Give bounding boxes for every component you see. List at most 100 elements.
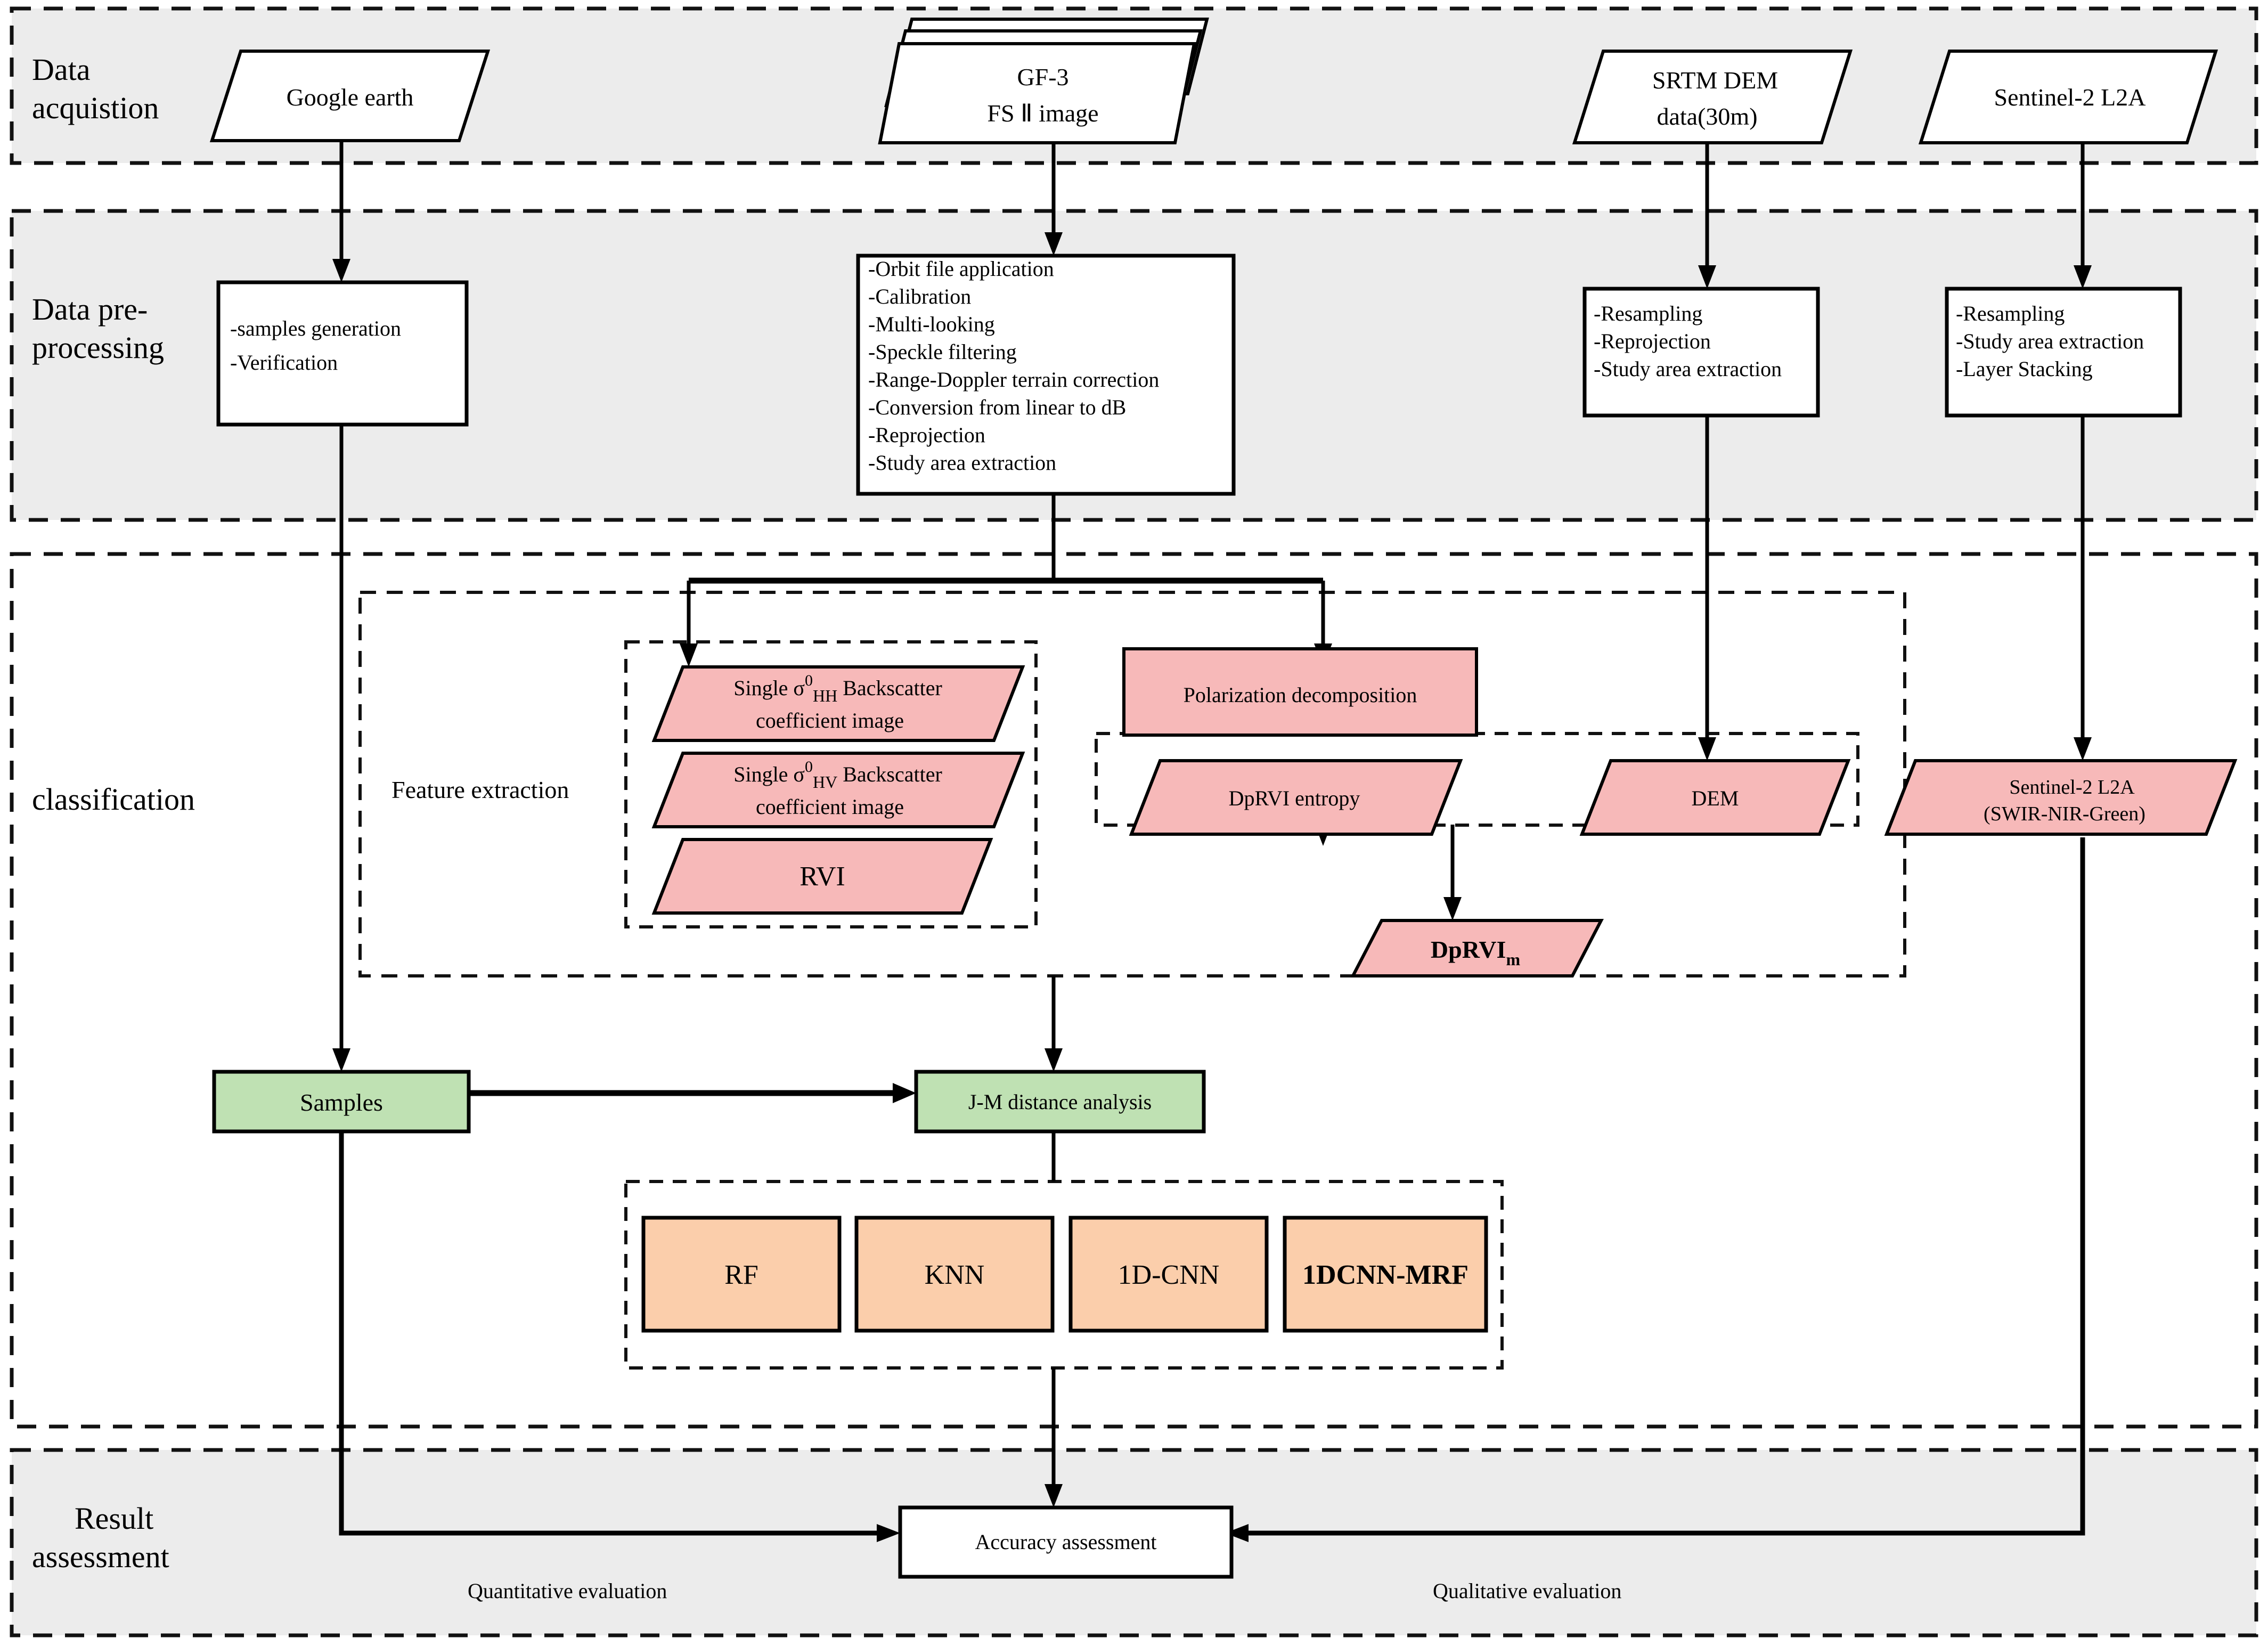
node-1dcnn-label: 1D-CNN bbox=[1118, 1260, 1220, 1290]
band-label-acquisition: Data acquistion bbox=[32, 52, 159, 125]
arrowhead-dprvim bbox=[1443, 897, 1462, 920]
node-prep-gf3-l7: -Reprojection bbox=[868, 423, 985, 447]
node-sigma-hh-sub: HH bbox=[813, 686, 837, 705]
group-classifiers bbox=[624, 1180, 1504, 1370]
arrowhead-jm-top bbox=[1045, 1048, 1063, 1072]
arrowhead-accuracy-left bbox=[877, 1524, 900, 1542]
edge-label-quantitative: Quantitative evaluation bbox=[468, 1579, 667, 1603]
node-prep-s2-l3: -Layer Stacking bbox=[1956, 357, 2093, 381]
node-gf3-line2: FS Ⅱ image bbox=[987, 100, 1098, 127]
node-samples[interactable]: Samples bbox=[212, 1070, 471, 1134]
node-prep-dem[interactable]: -Resampling -Reprojection -Study area ex… bbox=[1582, 287, 1820, 418]
band-label-classification-line1: classification bbox=[32, 782, 195, 817]
arrowhead-feature-extraction bbox=[680, 643, 698, 667]
node-prep-gf3-l2: -Calibration bbox=[868, 284, 971, 308]
feature-extraction-label: Feature extraction bbox=[391, 776, 569, 803]
node-prep-dem-l3: -Study area extraction bbox=[1594, 357, 1782, 381]
band-label-preprocessing-line1: Data pre- bbox=[32, 292, 148, 327]
node-dprvi-m-sub: m bbox=[1506, 950, 1520, 969]
node-jm-distance-label: J-M distance analysis bbox=[968, 1090, 1152, 1114]
node-sigma-hh-line1: Single σ0HH Backscatter bbox=[733, 672, 942, 705]
node-sigma-hv-sup: 0 bbox=[805, 758, 813, 776]
node-gf3-line1: GF-3 bbox=[1017, 63, 1068, 91]
node-srtm-line2: data(30m) bbox=[1657, 103, 1757, 130]
node-prep-samples[interactable]: -samples generation -Verification bbox=[216, 280, 469, 427]
node-prep-gf3-l3: -Multi-looking bbox=[868, 312, 995, 336]
node-classifier-1dcnn[interactable]: 1D-CNN bbox=[1068, 1216, 1269, 1333]
edge-samples-to-accuracy bbox=[339, 1131, 884, 1536]
arrowhead-prepdem bbox=[1698, 265, 1716, 289]
node-sigma-hv[interactable]: Single σ0HV Backscatter coefficient imag… bbox=[651, 752, 1025, 828]
edge-label-qualitative: Qualitative evaluation bbox=[1433, 1579, 1621, 1603]
node-dprvi-m-label: DpRVIm bbox=[1431, 936, 1521, 969]
node-dem-label: DEM bbox=[1692, 786, 1739, 810]
band-label-preprocessing-line2: processing bbox=[32, 330, 164, 365]
node-sentinel2-source-label: Sentinel-2 L2A bbox=[1994, 84, 2146, 111]
node-prep-gf3-l6: -Conversion from linear to dB bbox=[868, 395, 1126, 419]
node-sentinel2-source[interactable]: Sentinel-2 L2A bbox=[1918, 50, 2218, 144]
node-accuracy-assessment-label: Accuracy assessment bbox=[975, 1530, 1157, 1554]
node-srtm-dem[interactable]: SRTM DEM data(30m) bbox=[1572, 50, 1853, 144]
arrowhead-accuracy-top bbox=[1045, 1484, 1063, 1508]
node-sigma-hv-pre: Single σ bbox=[733, 762, 805, 786]
node-rf-label: RF bbox=[724, 1260, 758, 1290]
arrowhead-jm-left bbox=[893, 1083, 916, 1103]
node-google-earth-label: Google earth bbox=[287, 84, 414, 111]
node-pol-decomp-label: Polarization decomposition bbox=[1184, 683, 1417, 707]
band-label-result-line2: assessment bbox=[32, 1539, 169, 1574]
node-dprvi-m-pre: DpRVI bbox=[1431, 936, 1506, 963]
node-jm-distance[interactable]: J-M distance analysis bbox=[914, 1070, 1206, 1134]
node-prep-gf3-l4: -Speckle filtering bbox=[868, 340, 1017, 364]
node-s2-bands-line2: (SWIR-NIR-Green) bbox=[1984, 803, 2145, 825]
node-prep-s2-l1: -Resampling bbox=[1956, 302, 2065, 325]
node-accuracy-assessment[interactable]: Accuracy assessment bbox=[898, 1505, 1234, 1579]
node-sigma-hh-post: Backscatter bbox=[837, 676, 942, 700]
arrowhead-dem bbox=[1698, 737, 1716, 761]
node-prep-dem-l2: -Reprojection bbox=[1594, 329, 1711, 353]
node-knn-label: KNN bbox=[925, 1260, 985, 1290]
node-sigma-hv-line2: coefficient image bbox=[756, 795, 904, 819]
node-prep-gf3-l8: -Study area extraction bbox=[868, 451, 1056, 475]
band-label-acquisition-line2: acquistion bbox=[32, 91, 159, 125]
arrowhead-prepsamples bbox=[332, 259, 350, 282]
band-label-classification: classification bbox=[32, 782, 195, 817]
edge-s2bands-to-accuracy bbox=[1241, 837, 2085, 1536]
node-classifier-rf[interactable]: RF bbox=[641, 1216, 842, 1333]
node-prep-gf3-l1: -Orbit file application bbox=[868, 257, 1054, 281]
arrowhead-accuracy-right bbox=[1225, 1524, 1249, 1542]
node-s2-bands-line1: Sentinel-2 L2A bbox=[2009, 776, 2135, 798]
arrowhead-s2bands bbox=[2074, 737, 2092, 761]
band-label-acquisition-line1: Data bbox=[32, 52, 91, 87]
node-prep-gf3[interactable]: -Orbit file application -Calibration -Mu… bbox=[856, 254, 1236, 496]
node-classifier-knn[interactable]: KNN bbox=[854, 1216, 1055, 1333]
node-prep-s2-l2: -Study area extraction bbox=[1956, 329, 2144, 353]
node-1dcnn-mrf-label: 1DCNN-MRF bbox=[1302, 1260, 1469, 1290]
arrowhead-prepgf3 bbox=[1045, 232, 1063, 256]
band-label-preprocessing: Data pre- processing bbox=[32, 292, 164, 365]
band-label-result: Result assessment bbox=[32, 1501, 169, 1574]
node-dprvi-m[interactable]: DpRVIm bbox=[1350, 919, 1604, 977]
node-rvi-label: RVI bbox=[799, 861, 845, 892]
node-rvi[interactable]: RVI bbox=[651, 838, 993, 915]
node-prep-samples-line2: -Verification bbox=[230, 351, 338, 374]
node-classifier-1dcnn-mrf[interactable]: 1DCNN-MRF bbox=[1283, 1216, 1488, 1333]
node-sentinel2-bands[interactable]: Sentinel-2 L2A (SWIR-NIR-Green) bbox=[1884, 759, 2238, 836]
node-dprvi-entropy-label: DpRVI entropy bbox=[1229, 786, 1360, 810]
node-google-earth[interactable]: Google earth bbox=[209, 50, 491, 142]
node-srtm-line1: SRTM DEM bbox=[1652, 67, 1778, 94]
group-feature-extraction bbox=[624, 640, 1038, 928]
node-polarization-decomposition[interactable]: Polarization decomposition bbox=[1122, 647, 1478, 737]
node-dprvi-entropy[interactable]: DpRVI entropy bbox=[1129, 759, 1463, 836]
node-prep-samples-line1: -samples generation bbox=[230, 316, 401, 340]
node-gf3-image[interactable]: GF-3 FS Ⅱ image bbox=[878, 18, 1209, 144]
node-sigma-hh-sup: 0 bbox=[805, 672, 813, 689]
node-sigma-hh[interactable]: Single σ0HH Backscatter coefficient imag… bbox=[651, 665, 1025, 742]
node-sigma-hv-post: Backscatter bbox=[837, 762, 942, 786]
node-sigma-hv-line1: Single σ0HV Backscatter bbox=[733, 758, 942, 792]
node-dem[interactable]: DEM bbox=[1579, 759, 1851, 836]
band-label-result-line1: Result bbox=[75, 1501, 153, 1536]
node-prep-sentinel2[interactable]: -Resampling -Study area extraction -Laye… bbox=[1945, 287, 2182, 418]
node-prep-gf3-l5: -Range-Doppler terrain correction bbox=[868, 368, 1159, 392]
